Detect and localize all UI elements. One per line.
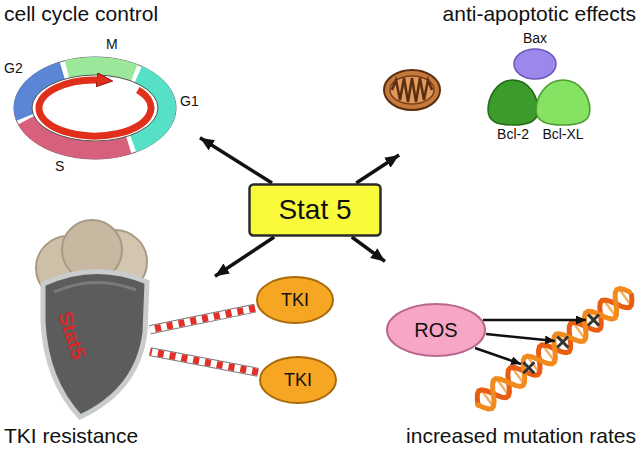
arrow-connector (200, 138, 272, 183)
mitochondrion (384, 70, 440, 110)
needle-base (150, 308, 255, 330)
protein-shape: Bax (512, 30, 558, 84)
cycle-arrow (39, 80, 151, 136)
heading: anti-apoptotic effects (443, 2, 636, 26)
node-label: ROS (414, 319, 457, 342)
feature-group: anti-apoptotic effectsBaxBcl-2 Bcl-XL (395, 0, 640, 155)
drug-ellipse: TKI (255, 275, 335, 325)
feature-group: cell cycle control (0, 0, 200, 150)
heading: increased mutation rates (406, 424, 636, 448)
connector-group (352, 237, 385, 261)
ros-arrows (475, 320, 586, 364)
damage-arrow (486, 334, 555, 341)
stat-box: Stat 5 (248, 183, 382, 237)
arrow-connector (356, 155, 399, 183)
phase-label: G1 (180, 93, 199, 109)
shield-outline (43, 271, 147, 417)
ros-ellipse: ROS (385, 302, 487, 358)
node-label: Bax (523, 30, 547, 46)
node-label: Bcl-2 (497, 126, 529, 142)
shield-highlight (54, 282, 136, 292)
mitochondrion-outer (384, 70, 440, 110)
heading: cell cycle control (4, 2, 158, 26)
protein-blob (488, 80, 538, 125)
phase-label: S (55, 158, 64, 174)
dna-helix (477, 289, 632, 409)
phase-m (67, 66, 134, 73)
connector-group (150, 308, 255, 330)
node-label: Bcl-XL (542, 126, 583, 142)
ellipse-outline (260, 357, 336, 403)
protein-svg (486, 78, 540, 126)
connector-group (200, 138, 272, 183)
ring-inner-outline (32, 75, 158, 141)
needle-connector (150, 308, 255, 330)
feature-group: TKI resistance Stat5 (0, 245, 215, 450)
drug-ellipse: TKI (258, 355, 338, 405)
ellipse-outline (257, 277, 333, 323)
mitochondrion-inner (390, 76, 434, 104)
connector-group (215, 237, 274, 276)
mutation-marks (523, 315, 599, 374)
connector-group (356, 155, 399, 183)
node-label: TKI (281, 290, 309, 311)
damage-arrow (483, 319, 586, 322)
ellipse-outline (387, 304, 485, 356)
mutation-cross (523, 362, 534, 373)
mutation-cross (557, 337, 568, 348)
arrow-connector (352, 237, 385, 261)
box-outline (250, 185, 381, 236)
protein-blob (514, 49, 556, 79)
phase-label: M (106, 36, 118, 52)
arrow-connector (215, 237, 274, 276)
phase-label: G2 (4, 60, 23, 76)
needle-outline (150, 352, 258, 373)
damage-arrow (475, 348, 521, 364)
protein-svg (534, 78, 592, 126)
connector-group (150, 352, 258, 373)
node-label: TKI (284, 370, 312, 391)
protein-shape: Bcl-XL (534, 78, 592, 146)
needle-connector (150, 352, 258, 373)
needle-base (150, 352, 258, 373)
shield-shape (40, 262, 150, 420)
protein-blob (536, 80, 590, 125)
cristae (392, 78, 432, 102)
protein-svg (512, 46, 558, 80)
ring-outline (14, 57, 176, 159)
dna-strand (478, 289, 629, 409)
shield: Stat5 (40, 262, 150, 420)
needle-outline (150, 308, 255, 330)
heading: TKI resistance (4, 424, 138, 448)
protein-shape: Bcl-2 (486, 78, 540, 146)
feature-group: increased mutation rates ROS (385, 260, 640, 450)
mutation-cross (588, 315, 599, 326)
cell-cycle-ring (14, 57, 176, 159)
node-label: Stat 5 (278, 194, 351, 226)
